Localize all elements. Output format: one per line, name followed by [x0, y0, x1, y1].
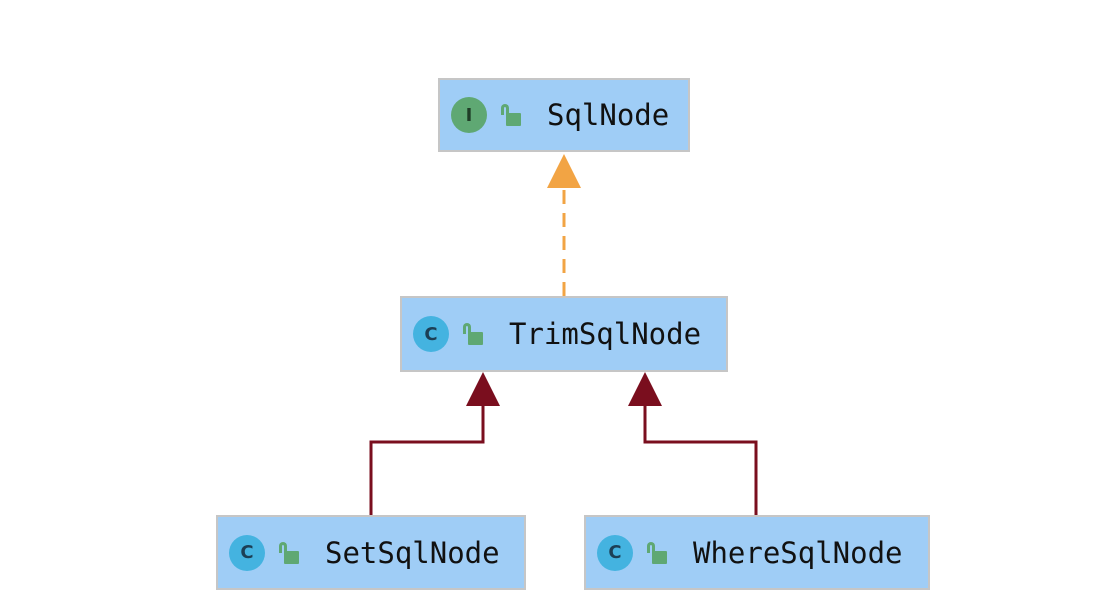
lock-open-icon [463, 322, 485, 346]
node-label: WhereSqlNode [693, 535, 903, 570]
lock-open-icon [501, 103, 523, 127]
implements-arrowhead [547, 154, 581, 188]
node-label: SetSqlNode [325, 535, 500, 570]
node-trimsqlnode[interactable]: C TrimSqlNode [400, 296, 728, 372]
node-wheresqlnode[interactable]: C WhereSqlNode [584, 515, 930, 590]
extends-arrowhead [628, 372, 662, 406]
class-icon: C [597, 534, 633, 571]
extends-line [369, 405, 485, 515]
extends-arrowhead [466, 372, 500, 406]
edge-implements-trimsqlnode-sqlnode [547, 154, 581, 296]
node-label: TrimSqlNode [509, 317, 702, 351]
lock-open-icon [279, 541, 301, 565]
class-icon: C [229, 534, 265, 571]
edge-extends-setsqlnode-trimsqlnode [369, 372, 500, 515]
node-label: SqlNode [547, 98, 670, 132]
node-sqlnode[interactable]: I SqlNode [438, 78, 690, 152]
edge-extends-wheresqlnode-trimsqlnode [628, 372, 758, 515]
extends-line [643, 405, 758, 515]
node-setsqlnode[interactable]: C SetSqlNode [216, 515, 526, 590]
lock-open-icon [647, 541, 669, 565]
interface-icon: I [451, 97, 487, 133]
class-icon: C [413, 316, 449, 352]
